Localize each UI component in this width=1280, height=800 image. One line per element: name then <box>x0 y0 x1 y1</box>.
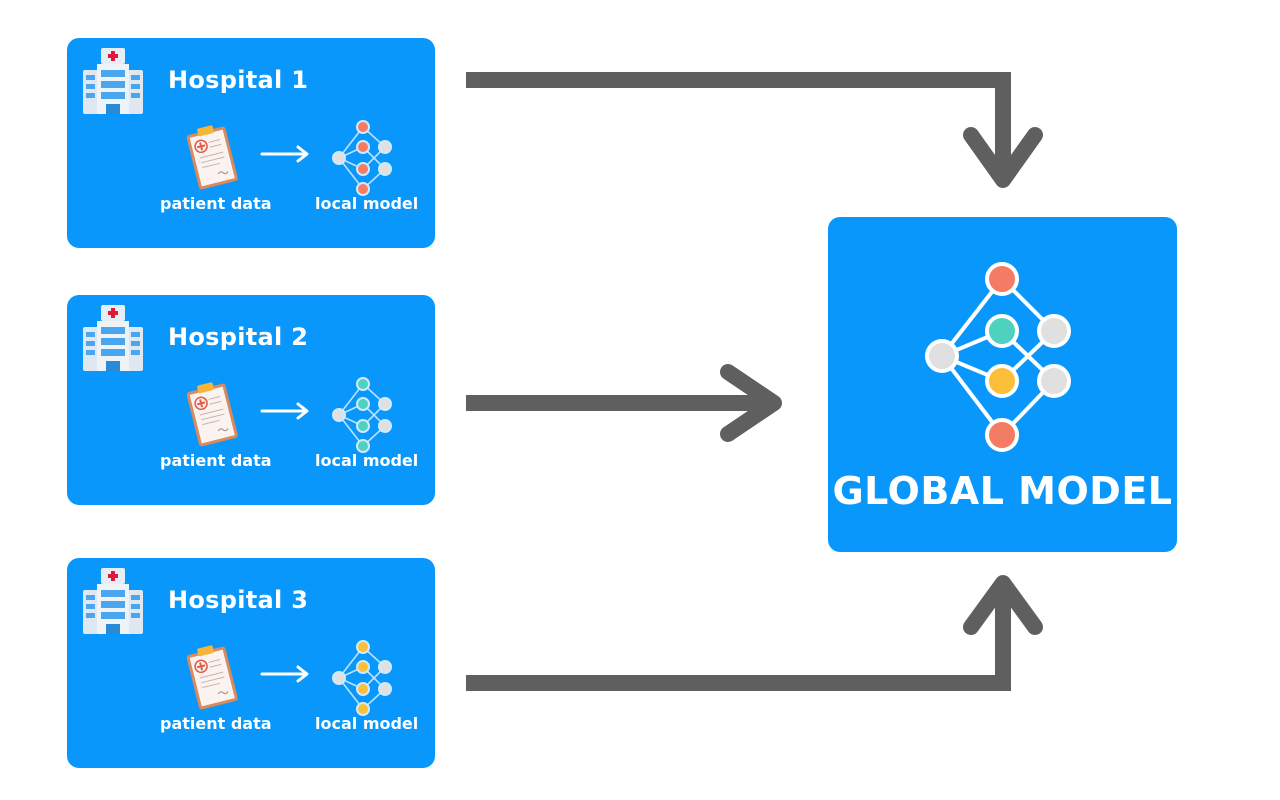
arrowhead-right-icon <box>720 364 782 442</box>
patient-data-label: patient data <box>160 714 272 733</box>
arrow-hospital-1-to-global <box>466 72 1011 180</box>
patient-data-label: patient data <box>160 194 272 213</box>
hospital-building-icon <box>83 305 143 371</box>
patient-data-label: patient data <box>160 451 272 470</box>
arrow-right-icon <box>260 665 309 683</box>
hospital-card-2: Hospital 2 p <box>67 295 435 505</box>
clipboard-medical-icon <box>186 645 238 710</box>
hospital-title: Hospital 2 <box>168 323 309 351</box>
local-model-label: local model <box>315 714 419 733</box>
arrow-right-icon <box>260 145 309 163</box>
global-model-card: GLOBAL MODEL <box>828 217 1177 552</box>
local-model-label: local model <box>315 451 419 470</box>
arrow-right-icon <box>260 402 309 420</box>
clipboard-medical-icon <box>186 125 238 190</box>
hospital-building-icon <box>83 568 143 634</box>
arrowhead-down-icon <box>963 127 1043 188</box>
global-model-title: GLOBAL MODEL <box>832 469 1173 513</box>
hospital-card-3: Hospital 3 p <box>67 558 435 768</box>
node-top <box>985 262 1019 296</box>
hospital-title: Hospital 1 <box>168 66 309 94</box>
hospital-title: Hospital 3 <box>168 586 309 614</box>
arrow-hospital-3-to-global <box>466 583 1011 691</box>
neural-network-icon <box>332 377 392 453</box>
neural-network-icon <box>332 120 392 196</box>
clipboard-medical-icon <box>186 382 238 447</box>
local-model-label: local model <box>315 194 419 213</box>
hospital-card-1: Hospital 1 p <box>67 38 435 248</box>
node <box>356 120 370 134</box>
arrowhead-up-icon <box>963 575 1043 635</box>
neural-network-icon <box>332 640 392 716</box>
neural-network-icon <box>925 262 1071 452</box>
hospital-building-icon <box>83 48 143 114</box>
